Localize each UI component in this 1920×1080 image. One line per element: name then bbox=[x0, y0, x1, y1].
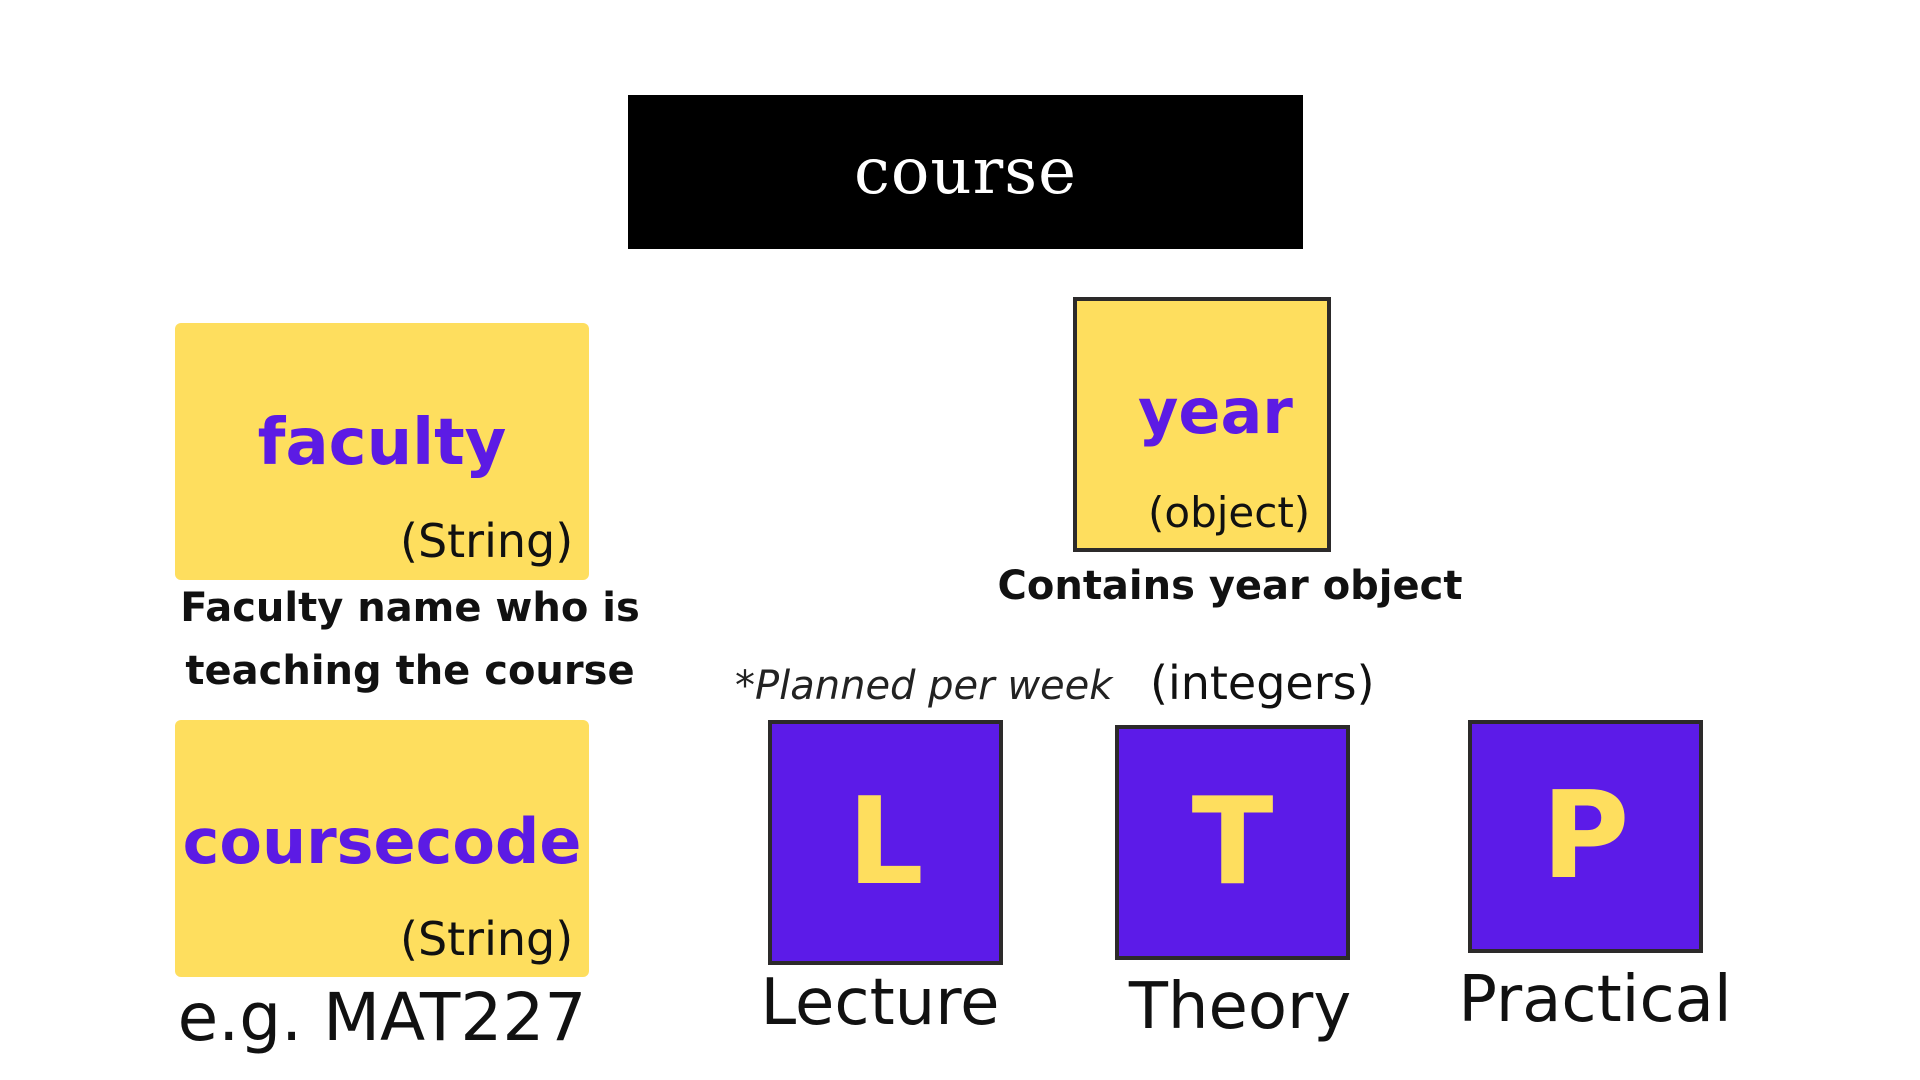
coursecode-name: coursecode bbox=[182, 805, 582, 878]
ltp-note: *Planned per week bbox=[735, 663, 1113, 709]
lecture-label: Lecture bbox=[760, 966, 1000, 1040]
ltp-type: (integers) bbox=[1150, 656, 1375, 710]
coursecode-type: (String) bbox=[400, 912, 574, 966]
year-box bbox=[1073, 297, 1331, 552]
lecture-letter: L bbox=[847, 772, 924, 912]
theory-letter: T bbox=[1191, 772, 1274, 912]
course-title-box: course bbox=[628, 95, 1303, 249]
faculty-description-line1: Faculty name who is bbox=[180, 585, 640, 631]
course-title: course bbox=[854, 135, 1077, 209]
year-type: (object) bbox=[1148, 488, 1311, 537]
faculty-name: faculty bbox=[257, 406, 507, 480]
practical-box: P bbox=[1468, 720, 1703, 953]
faculty-description-line2: teaching the course bbox=[185, 648, 635, 694]
year-name: year bbox=[1138, 375, 1293, 448]
faculty-type: (String) bbox=[400, 514, 574, 568]
theory-box: T bbox=[1115, 725, 1350, 960]
year-description: Contains year object bbox=[997, 563, 1463, 609]
practical-letter: P bbox=[1541, 766, 1630, 906]
faculty-box bbox=[175, 323, 589, 580]
coursecode-example: e.g. MAT227 bbox=[177, 979, 587, 1056]
practical-label: Practical bbox=[1458, 963, 1732, 1037]
lecture-box: L bbox=[768, 720, 1003, 965]
coursecode-box bbox=[175, 720, 589, 977]
theory-label: Theory bbox=[1128, 970, 1352, 1044]
